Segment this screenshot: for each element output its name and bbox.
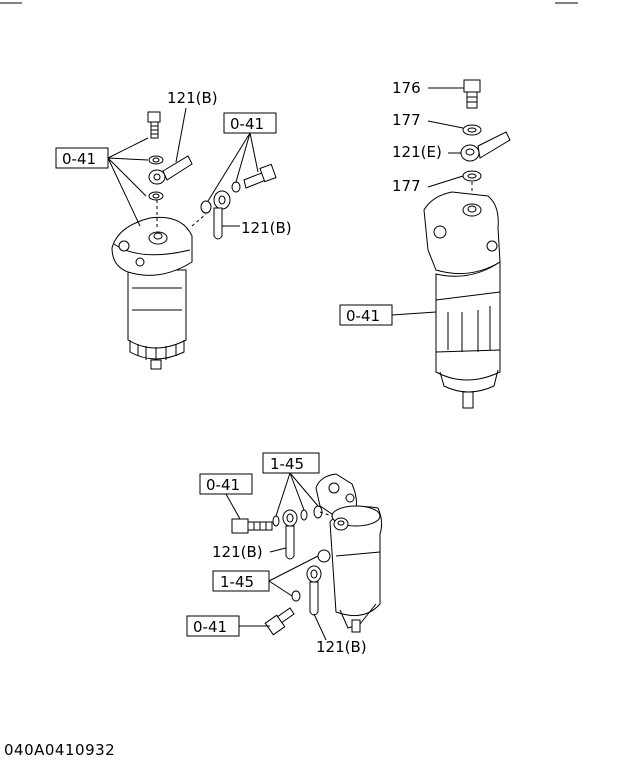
callout-1-45-mid: 1-45 [220, 573, 254, 591]
bolt-upper [231, 518, 249, 534]
washer-upper [272, 515, 280, 527]
filter-head [111, 216, 193, 276]
callout-0-41-bottom: 0-41 [193, 618, 227, 636]
callout-121b-bottom: 121(B) [316, 638, 367, 656]
callout-177-top: 177 [392, 111, 421, 129]
fuel-filter-assembly-bottom: 1-45 0-41 121(B) 1-45 0-41 121(B) [186, 452, 383, 656]
bolt-176 [463, 79, 481, 93]
callout-1-45-top: 1-45 [270, 455, 304, 473]
callout-box-1-45-top [262, 452, 320, 474]
callout-0-41-bottom-top: 0-41 [206, 476, 240, 494]
callout-177-bottom: 177 [392, 177, 421, 195]
drain-plug-right [462, 391, 474, 409]
drain-plug [150, 359, 162, 370]
fuel-filter-assembly-top-left: 0-41 121(B) 0-41 121(B) [55, 89, 292, 370]
callout-121b-right: 121(B) [241, 219, 292, 237]
fuel-filter-assembly-top-right: 176 177 121(E) 177 0-41 [339, 79, 511, 409]
banjo-bolt [147, 111, 161, 123]
callout-0-41-left: 0-41 [62, 150, 96, 168]
washer-lower [317, 549, 331, 563]
washer-right [200, 200, 212, 214]
callout-121b-mid: 121(B) [212, 543, 263, 561]
callout-121e: 121(E) [392, 143, 442, 161]
callout-0-41-right: 0-41 [230, 115, 264, 133]
callout-121b-top: 121(B) [167, 89, 218, 107]
filter-head-right [423, 191, 501, 275]
filter-bowl [127, 269, 187, 349]
callout-0-41-tr: 0-41 [346, 307, 380, 325]
document-number: 040A0410932 [4, 741, 116, 759]
callout-176: 176 [392, 79, 421, 97]
